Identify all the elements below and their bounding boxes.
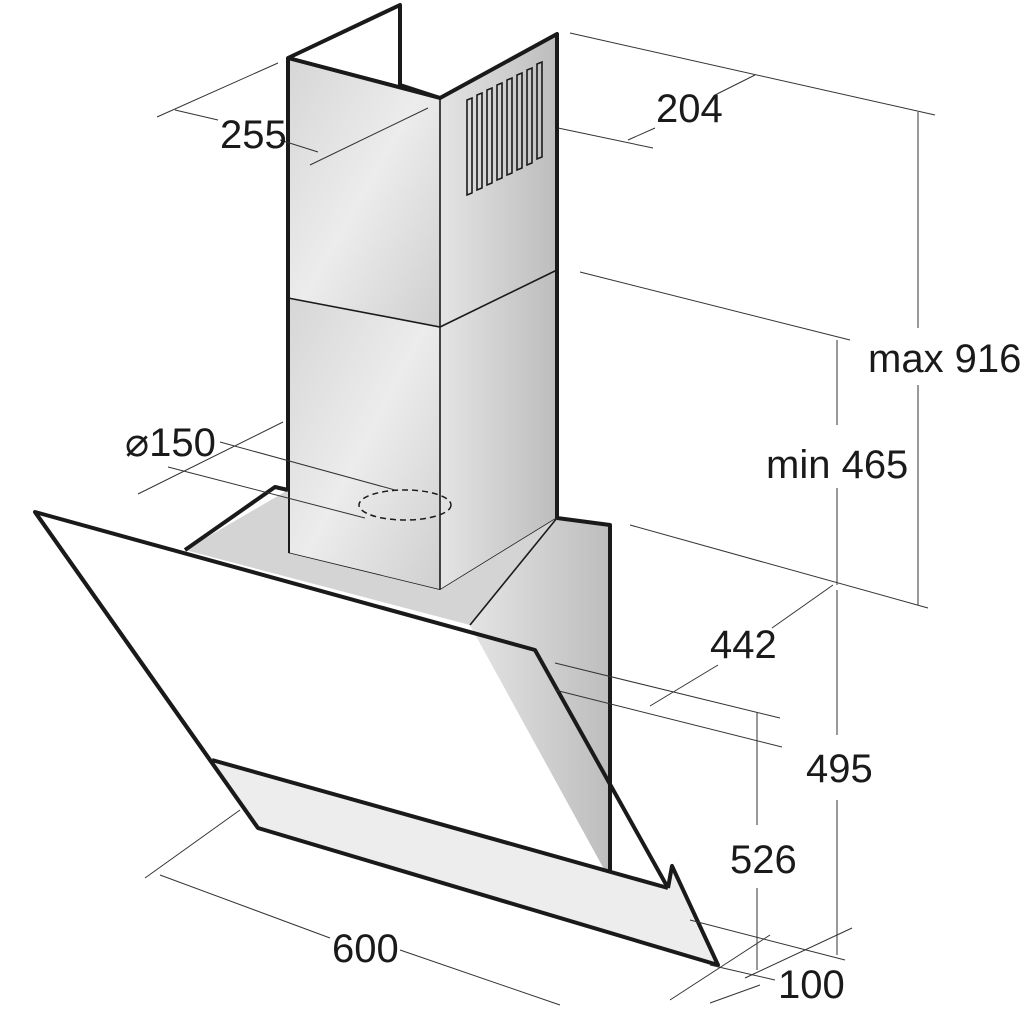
- glass-panel: [33, 510, 720, 967]
- dim-body-depth: 442: [710, 623, 777, 667]
- dim-height-min: min 465: [766, 443, 908, 487]
- dim-glass-offset: 100: [778, 963, 845, 1007]
- hood-body: [183, 485, 612, 880]
- dimension-lines: [137, 32, 936, 1006]
- dim-height-max: max 916: [868, 337, 1021, 381]
- dim-duct-diameter: ⌀150: [125, 421, 216, 465]
- chimney: [286, 3, 559, 591]
- dim-body-height: 495: [806, 747, 873, 791]
- dim-glass-height: 526: [730, 838, 797, 882]
- dim-chimney-width: 204: [656, 87, 723, 131]
- dim-chimney-depth: 255: [220, 113, 287, 157]
- dim-width: 600: [332, 927, 399, 971]
- duct-outlet-icon: [358, 489, 452, 521]
- vent-grille-icon: [466, 60, 543, 197]
